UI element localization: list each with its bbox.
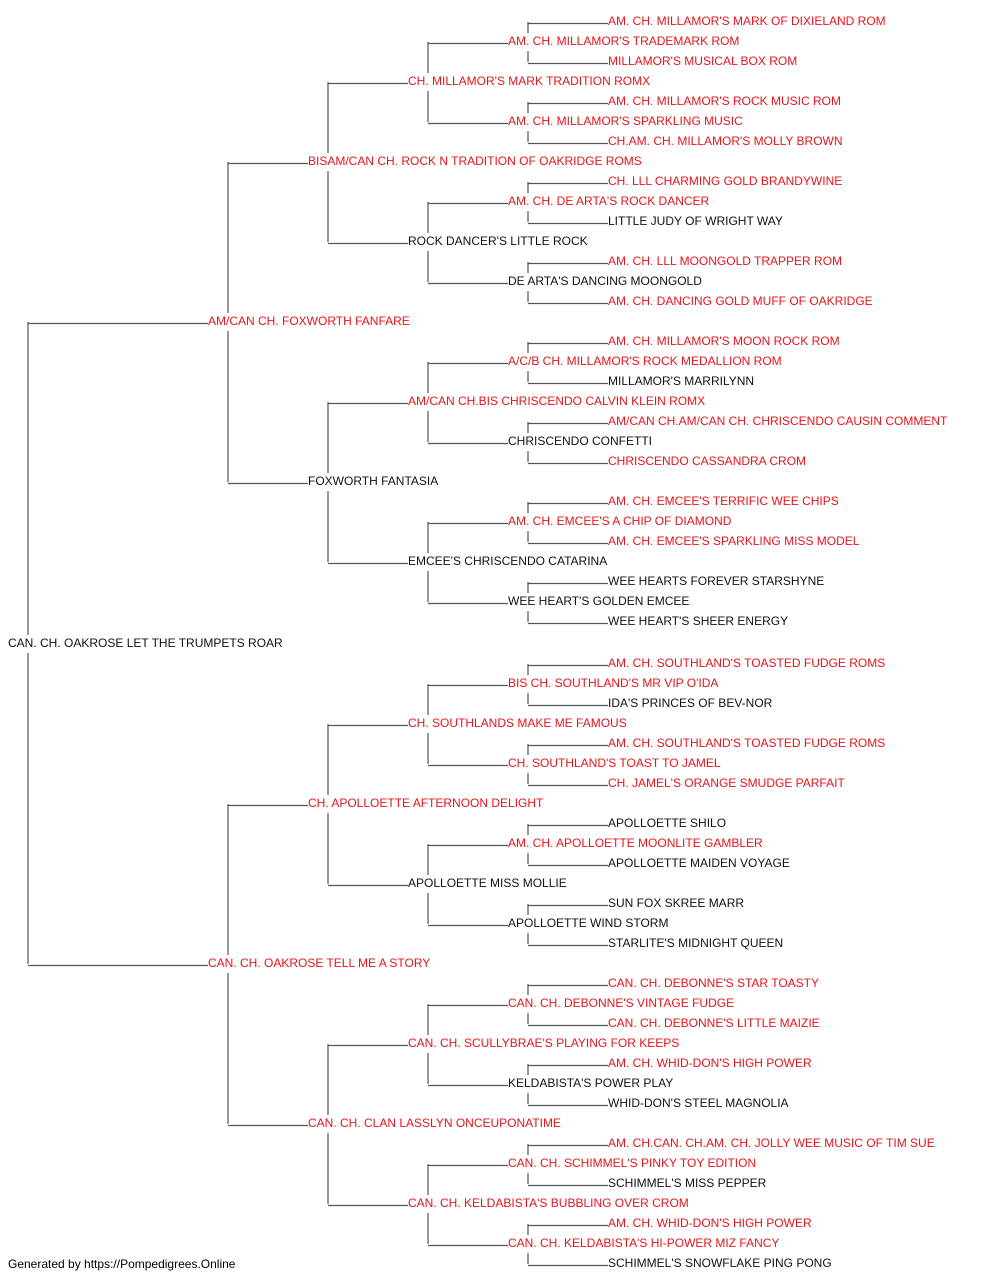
ancestor-gen5: CH.AM. CH. MILLAMOR'S MOLLY BROWN	[608, 134, 843, 148]
ancestor-gen3: APOLLOETTE MISS MOLLIE	[408, 876, 567, 890]
ancestor-gen5: AM. CH. EMCEE'S SPARKLING MISS MODEL	[608, 534, 860, 548]
ancestor-gen5: MILLAMOR'S MUSICAL BOX ROM	[608, 54, 797, 68]
ancestor-gen4: WEE HEART'S GOLDEN EMCEE	[508, 594, 689, 608]
ancestor-gen2: CAN. CH. CLAN LASSLYN ONCEUPONATIME	[308, 1116, 561, 1130]
ancestor-gen4: CH. SOUTHLAND'S TOAST TO JAMEL	[508, 756, 721, 770]
ancestor-gen5: AM. CH. WHID-DON'S HIGH POWER	[608, 1056, 812, 1070]
ancestor-gen4: A/C/B CH. MILLAMOR'S ROCK MEDALLION ROM	[508, 354, 782, 368]
ancestor-gen5: CAN. CH. DEBONNE'S STAR TOASTY	[608, 976, 819, 990]
ancestor-gen5: CH. LLL CHARMING GOLD BRANDYWINE	[608, 174, 842, 188]
ancestor-gen5: AM. CH. MILLAMOR'S MARK OF DIXIELAND ROM	[608, 14, 886, 28]
ancestor-gen5: AM. CH. LLL MOONGOLD TRAPPER ROM	[608, 254, 842, 268]
ancestor-gen2: CH. APOLLOETTE AFTERNOON DELIGHT	[308, 796, 544, 810]
ancestor-gen3: CAN. CH. SCULLYBRAE'S PLAYING FOR KEEPS	[408, 1036, 679, 1050]
footer-credit: Generated by https://Pompedigrees.Online	[8, 1257, 236, 1271]
ancestor-gen3: CH. SOUTHLANDS MAKE ME FAMOUS	[408, 716, 627, 730]
ancestor-gen3: EMCEE'S CHRISCENDO CATARINA	[408, 554, 607, 568]
ancestor-gen5: WEE HEARTS FOREVER STARSHYNE	[608, 574, 824, 588]
ancestor-gen3: ROCK DANCER'S LITTLE ROCK	[408, 234, 588, 248]
ancestor-gen5: CAN. CH. DEBONNE'S LITTLE MAIZIE	[608, 1016, 820, 1030]
ancestor-gen5: SUN FOX SKREE MARR	[608, 896, 744, 910]
ancestor-gen4: AM. CH. MILLAMOR'S SPARKLING MUSIC	[508, 114, 743, 128]
ancestor-gen5: AM. CH. MILLAMOR'S ROCK MUSIC ROM	[608, 94, 841, 108]
ancestor-gen5: AM. CH.CAN. CH.AM. CH. JOLLY WEE MUSIC O…	[608, 1136, 935, 1150]
ancestor-gen5: AM/CAN CH.AM/CAN CH. CHRISCENDO CAUSIN C…	[608, 414, 948, 428]
ancestor-gen4: AM. CH. DE ARTA'S ROCK DANCER	[508, 194, 710, 208]
ancestor-gen5: AM. CH. MILLAMOR'S MOON ROCK ROM	[608, 334, 840, 348]
ancestor-gen1: AM/CAN CH. FOXWORTH FANFARE	[208, 314, 410, 328]
ancestor-gen4: DE ARTA'S DANCING MOONGOLD	[508, 274, 702, 288]
ancestor-gen5: STARLITE'S MIDNIGHT QUEEN	[608, 936, 783, 950]
ancestor-gen5: CHRISCENDO CASSANDRA CROM	[608, 454, 806, 468]
ancestor-gen4: APOLLOETTE WIND STORM	[508, 916, 668, 930]
ancestor-gen5: LITTLE JUDY OF WRIGHT WAY	[608, 214, 783, 228]
ancestor-gen3: CH. MILLAMOR'S MARK TRADITION ROMX	[408, 74, 650, 88]
ancestor-gen5: IDA'S PRINCES OF BEV-NOR	[608, 696, 773, 710]
ancestor-gen5: APOLLOETTE SHILO	[608, 816, 726, 830]
ancestor-gen4: BIS CH. SOUTHLAND'S MR VIP O'IDA	[508, 676, 718, 690]
ancestor-gen4: KELDABISTA'S POWER PLAY	[508, 1076, 673, 1090]
ancestor-gen4: CAN. CH. SCHIMMEL'S PINKY TOY EDITION	[508, 1156, 756, 1170]
ancestor-gen5: WEE HEART'S SHEER ENERGY	[608, 614, 788, 628]
ancestor-gen5: AM. CH. SOUTHLAND'S TOASTED FUDGE ROMS	[608, 656, 885, 670]
ancestor-gen3: AM/CAN CH.BIS CHRISCENDO CALVIN KLEIN RO…	[408, 394, 705, 408]
ancestor-gen5: AM. CH. EMCEE'S TERRIFIC WEE CHIPS	[608, 494, 839, 508]
ancestor-gen5: SCHIMMEL'S SNOWFLAKE PING PONG	[608, 1256, 832, 1270]
ancestor-gen5: SCHIMMEL'S MISS PEPPER	[608, 1176, 767, 1190]
ancestor-gen4: AM. CH. EMCEE'S A CHIP OF DIAMOND	[508, 514, 732, 528]
ancestor-gen1: CAN. CH. OAKROSE TELL ME A STORY	[208, 956, 430, 970]
ancestor-gen5: AM. CH. SOUTHLAND'S TOASTED FUDGE ROMS	[608, 736, 885, 750]
ancestor-gen3: CAN. CH. KELDABISTA'S BUBBLING OVER CROM	[408, 1196, 689, 1210]
ancestor-gen5: CH. JAMEL'S ORANGE SMUDGE PARFAIT	[608, 776, 845, 790]
ancestor-gen0: CAN. CH. OAKROSE LET THE TRUMPETS ROAR	[8, 636, 283, 650]
ancestor-gen4: CHRISCENDO CONFETTI	[508, 434, 652, 448]
ancestor-gen5: APOLLOETTE MAIDEN VOYAGE	[608, 856, 790, 870]
ancestor-gen2: FOXWORTH FANTASIA	[308, 474, 438, 488]
ancestor-gen4: AM. CH. APOLLOETTE MOONLITE GAMBLER	[508, 836, 763, 850]
ancestor-gen5: AM. CH. DANCING GOLD MUFF OF OAKRIDGE	[608, 294, 873, 308]
ancestor-gen4: AM. CH. MILLAMOR'S TRADEMARK ROM	[508, 34, 739, 48]
ancestor-gen5: AM. CH. WHID-DON'S HIGH POWER	[608, 1216, 812, 1230]
ancestor-gen5: WHID-DON'S STEEL MAGNOLIA	[608, 1096, 789, 1110]
ancestor-gen4: CAN. CH. DEBONNE'S VINTAGE FUDGE	[508, 996, 734, 1010]
ancestor-gen2: BISAM/CAN CH. ROCK N TRADITION OF OAKRID…	[308, 154, 642, 168]
ancestor-gen4: CAN. CH. KELDABISTA'S HI-POWER MIZ FANCY	[508, 1236, 779, 1250]
ancestor-gen5: MILLAMOR'S MARRILYNN	[608, 374, 754, 388]
